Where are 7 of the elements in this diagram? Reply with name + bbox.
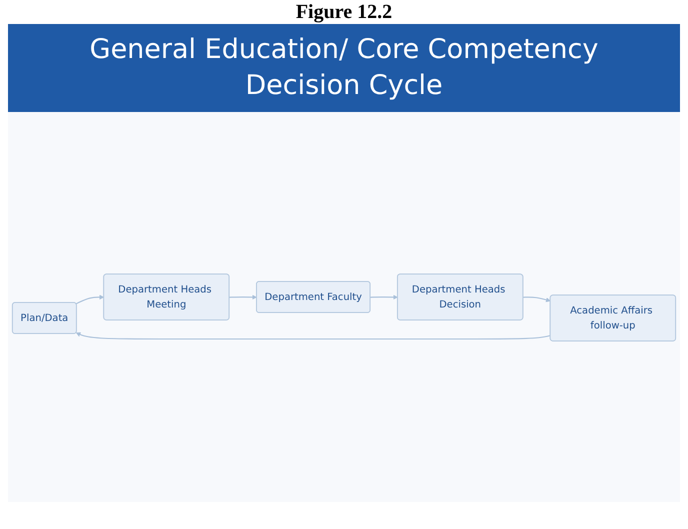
- arrow: [523, 296, 551, 302]
- arrow: [229, 294, 257, 300]
- arrow: [76, 294, 104, 304]
- title-banner: General Education/ Core Competency Decision Cycle: [8, 24, 680, 112]
- figure-caption: Figure 12.2: [294, 0, 394, 24]
- arrow: [370, 294, 398, 300]
- arrow: [76, 332, 551, 340]
